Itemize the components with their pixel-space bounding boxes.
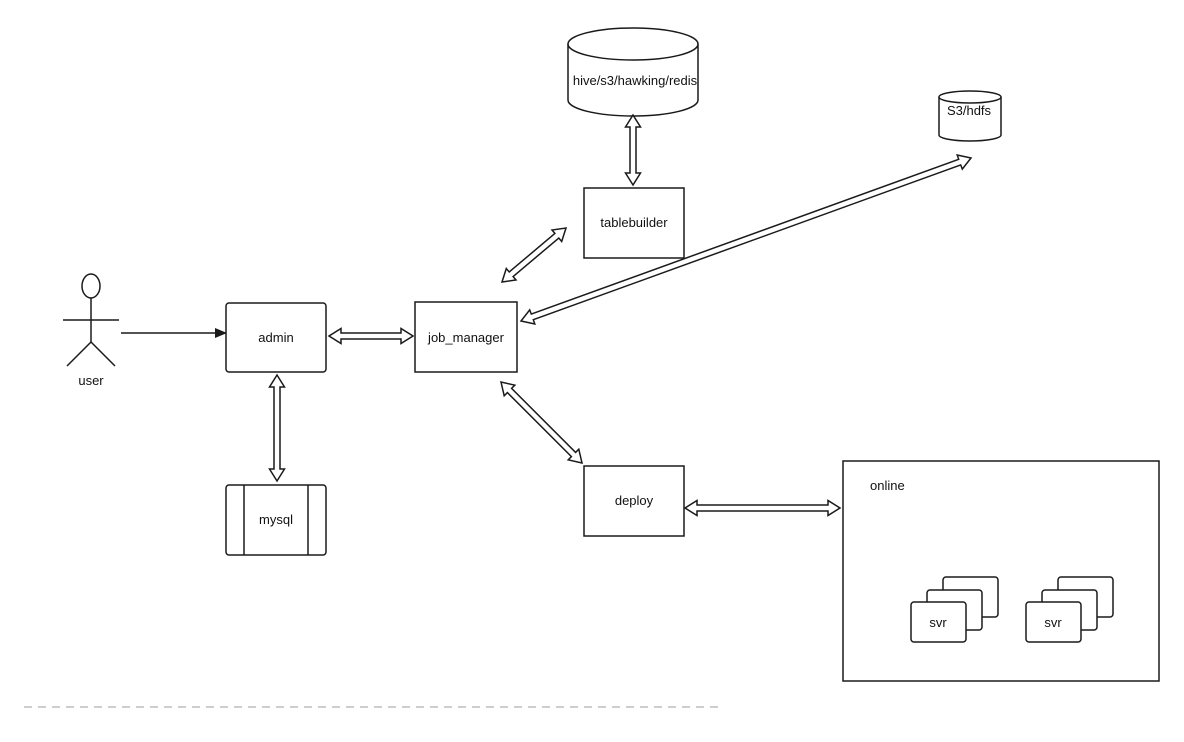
- tablebuilder-label: tablebuilder: [600, 215, 668, 230]
- s3-hdfs-label: S3/hdfs: [946, 103, 992, 118]
- mysql-label: mysql: [259, 512, 293, 527]
- svr-label-1: svr: [929, 615, 947, 630]
- storage-label: hive/s3/hawking/redis: [572, 73, 698, 88]
- admin-label: admin: [258, 330, 294, 345]
- online-container: [842, 460, 1160, 682]
- svr-stack-2: [1025, 576, 1114, 643]
- deploy-label: deploy: [614, 493, 654, 508]
- user-actor-icon: [63, 273, 119, 367]
- job-manager-box: [414, 301, 518, 373]
- job-manager-label: job_manager: [428, 330, 504, 345]
- svr-label-2: svr: [1044, 615, 1062, 630]
- user-label: user: [78, 373, 104, 388]
- job-manager-tablebuilder-arrow: [500, 227, 568, 283]
- tablebuilder-box: [583, 187, 685, 259]
- tablebuilder-storage-arrow: [624, 113, 642, 187]
- job-manager-deploy-arrow: [499, 380, 584, 465]
- double-arrows: [268, 113, 973, 517]
- deploy-box: [583, 465, 685, 537]
- storage-cylinder: [567, 27, 699, 117]
- admin-mysql-arrow: [268, 373, 286, 483]
- online-label: online: [870, 478, 905, 493]
- svr-stack-1: [910, 576, 999, 643]
- admin-box: [225, 302, 327, 373]
- s3-hdfs-cylinder: [938, 90, 1002, 142]
- job-manager-s3-hdfs-arrow: [519, 153, 973, 326]
- mysql-box: [225, 484, 327, 556]
- deploy-online-arrow: [683, 499, 842, 517]
- admin-job-manager-arrow: [327, 327, 415, 345]
